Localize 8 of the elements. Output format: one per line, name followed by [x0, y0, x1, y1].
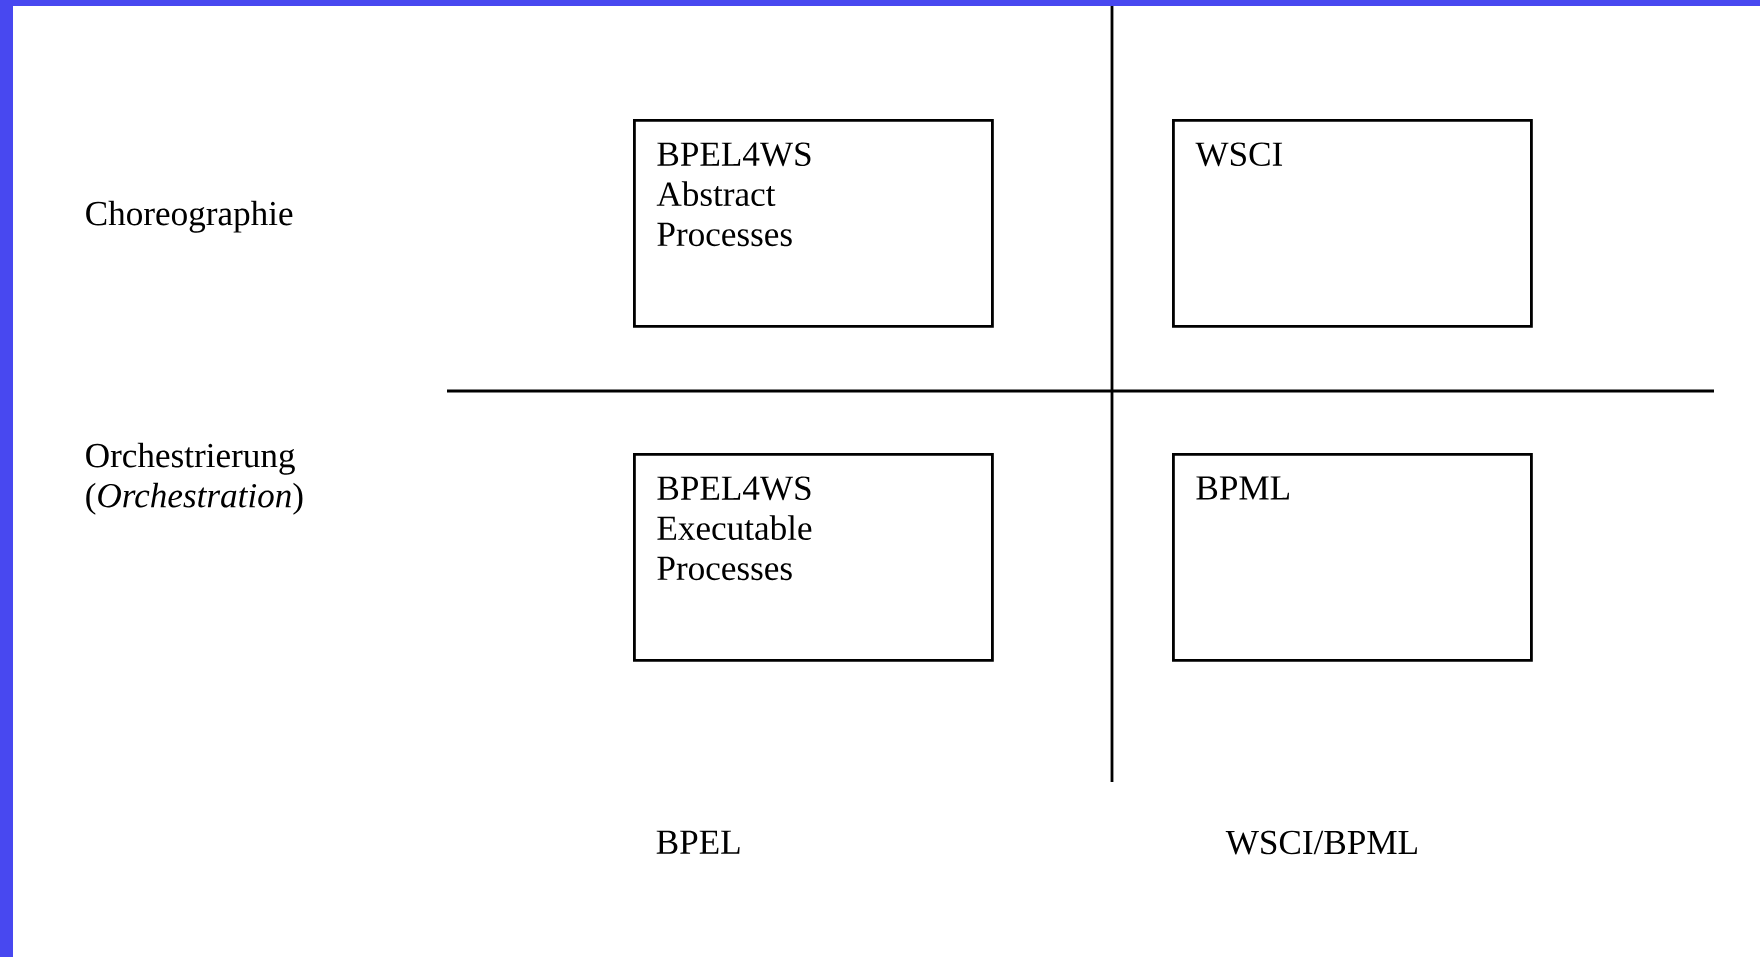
text-box: BPEL4WS Executable Processes: [633, 453, 994, 662]
row-label: Orchestrierung (Orchestration): [86, 442, 303, 515]
row-label: BPEL: [656, 830, 740, 854]
text-box: BPML: [1172, 453, 1533, 662]
row-label: WSCI/BPML: [1225, 830, 1417, 855]
text-box: BPEL4WS Abstract Processes: [633, 119, 994, 328]
text-box: WSCI: [1172, 119, 1533, 328]
row-label: Choreographie: [86, 200, 293, 233]
